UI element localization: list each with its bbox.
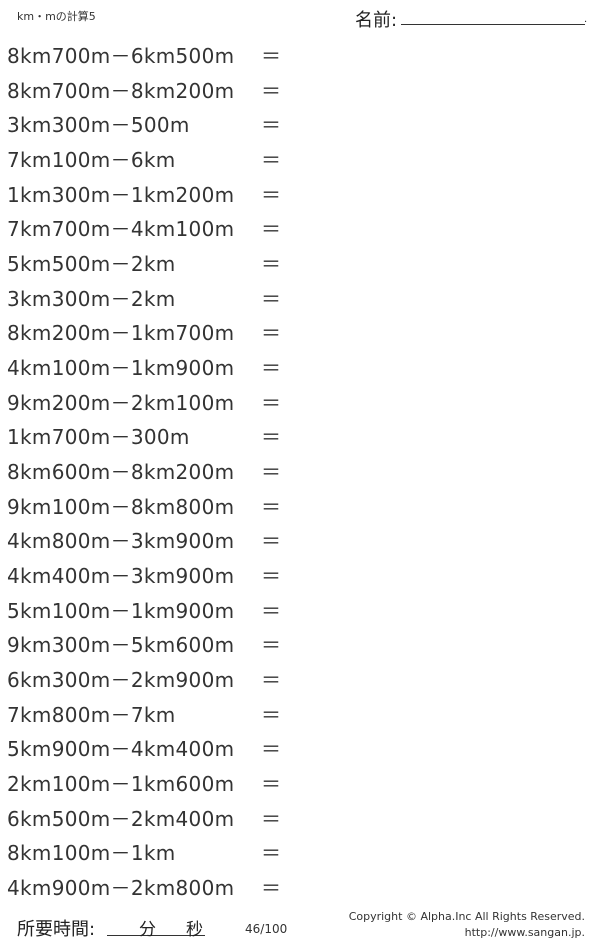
problem-expression: 8km200m－1km700m bbox=[7, 321, 235, 346]
time-field-line[interactable] bbox=[107, 935, 205, 936]
problem-expression: 7km800m－7km bbox=[7, 702, 176, 727]
time-label: 所要時間: bbox=[17, 919, 96, 940]
name-field-line[interactable] bbox=[401, 24, 585, 25]
minutes-label: 分 bbox=[139, 920, 156, 940]
problem-expression: 8km100m－1km bbox=[7, 841, 176, 866]
equals-sign: ＝ bbox=[261, 598, 281, 623]
problem-expression: 1km300m－1km200m bbox=[7, 182, 235, 207]
equals-sign: ＝ bbox=[261, 217, 281, 242]
problem-expression: 9km100m－8km800m bbox=[7, 494, 235, 519]
problem-expression: 8km600m－8km200m bbox=[7, 460, 235, 485]
problem-expression: 3km300m－500m bbox=[7, 113, 190, 138]
name-label: 名前: bbox=[355, 10, 398, 31]
equals-sign: ＝ bbox=[261, 876, 281, 901]
equals-sign: ＝ bbox=[261, 425, 281, 450]
equals-sign: ＝ bbox=[261, 841, 281, 866]
equals-sign: ＝ bbox=[261, 113, 281, 138]
problem-expression: 1km700m－300m bbox=[7, 425, 190, 450]
problem-expression: 4km100m－1km900m bbox=[7, 356, 235, 381]
name-end-mark: . bbox=[584, 14, 588, 25]
problem-expression: 6km300m－2km900m bbox=[7, 668, 235, 693]
problem-expression: 5km100m－1km900m bbox=[7, 598, 235, 623]
equals-sign: ＝ bbox=[261, 564, 281, 589]
problem-expression: 4km800m－3km900m bbox=[7, 529, 235, 554]
problem-expression: 8km700m－6km500m bbox=[7, 44, 235, 68]
equals-sign: ＝ bbox=[261, 494, 281, 519]
equals-sign: ＝ bbox=[261, 252, 281, 277]
problem-expression: 4km400m－3km900m bbox=[7, 564, 235, 589]
copyright-block: Copyright © Alpha.Inc All Rights Reserve… bbox=[349, 909, 585, 941]
equals-sign: ＝ bbox=[261, 772, 281, 797]
equals-sign: ＝ bbox=[261, 702, 281, 727]
problem-expression: 2km100m－1km600m bbox=[7, 772, 235, 797]
site-url: http://www.sangan.jp. bbox=[464, 926, 585, 939]
equals-sign: ＝ bbox=[261, 529, 281, 554]
equals-sign: ＝ bbox=[261, 321, 281, 346]
problem-expression: 5km900m－4km400m bbox=[7, 737, 235, 762]
seconds-label: 秒 bbox=[186, 920, 203, 940]
page-number: 46/100 bbox=[245, 922, 288, 936]
equals-sign: ＝ bbox=[261, 806, 281, 831]
problem-expression: 5km500m－2km bbox=[7, 252, 176, 277]
problem-expression: 7km700m－4km100m bbox=[7, 217, 235, 242]
equals-sign: ＝ bbox=[261, 78, 281, 103]
equals-sign: ＝ bbox=[261, 390, 281, 415]
copyright-text: Copyright © Alpha.Inc All Rights Reserve… bbox=[348, 910, 585, 923]
equals-sign: ＝ bbox=[261, 633, 281, 658]
problem-expression: 7km100m－6km bbox=[7, 148, 176, 172]
problem-expression: 6km500m－2km400m bbox=[7, 806, 235, 831]
equals-sign: ＝ bbox=[261, 182, 281, 207]
equals-sign: ＝ bbox=[261, 286, 281, 311]
problem-expression: 4km900m－2km800m bbox=[7, 876, 235, 901]
equals-sign: ＝ bbox=[261, 737, 281, 762]
problem-expression: 9km200m－2km100m bbox=[7, 390, 235, 415]
equals-sign: ＝ bbox=[261, 44, 281, 68]
equals-sign: ＝ bbox=[261, 148, 281, 172]
equals-sign: ＝ bbox=[261, 356, 281, 381]
problem-expression: 9km300m－5km600m bbox=[7, 633, 235, 658]
worksheet-title: km・mの計算5 bbox=[17, 10, 96, 23]
equals-sign: ＝ bbox=[261, 668, 281, 693]
problem-expression: 8km700m－8km200m bbox=[7, 78, 235, 103]
problem-expression: 3km300m－2km bbox=[7, 286, 176, 311]
equals-sign: ＝ bbox=[261, 460, 281, 485]
